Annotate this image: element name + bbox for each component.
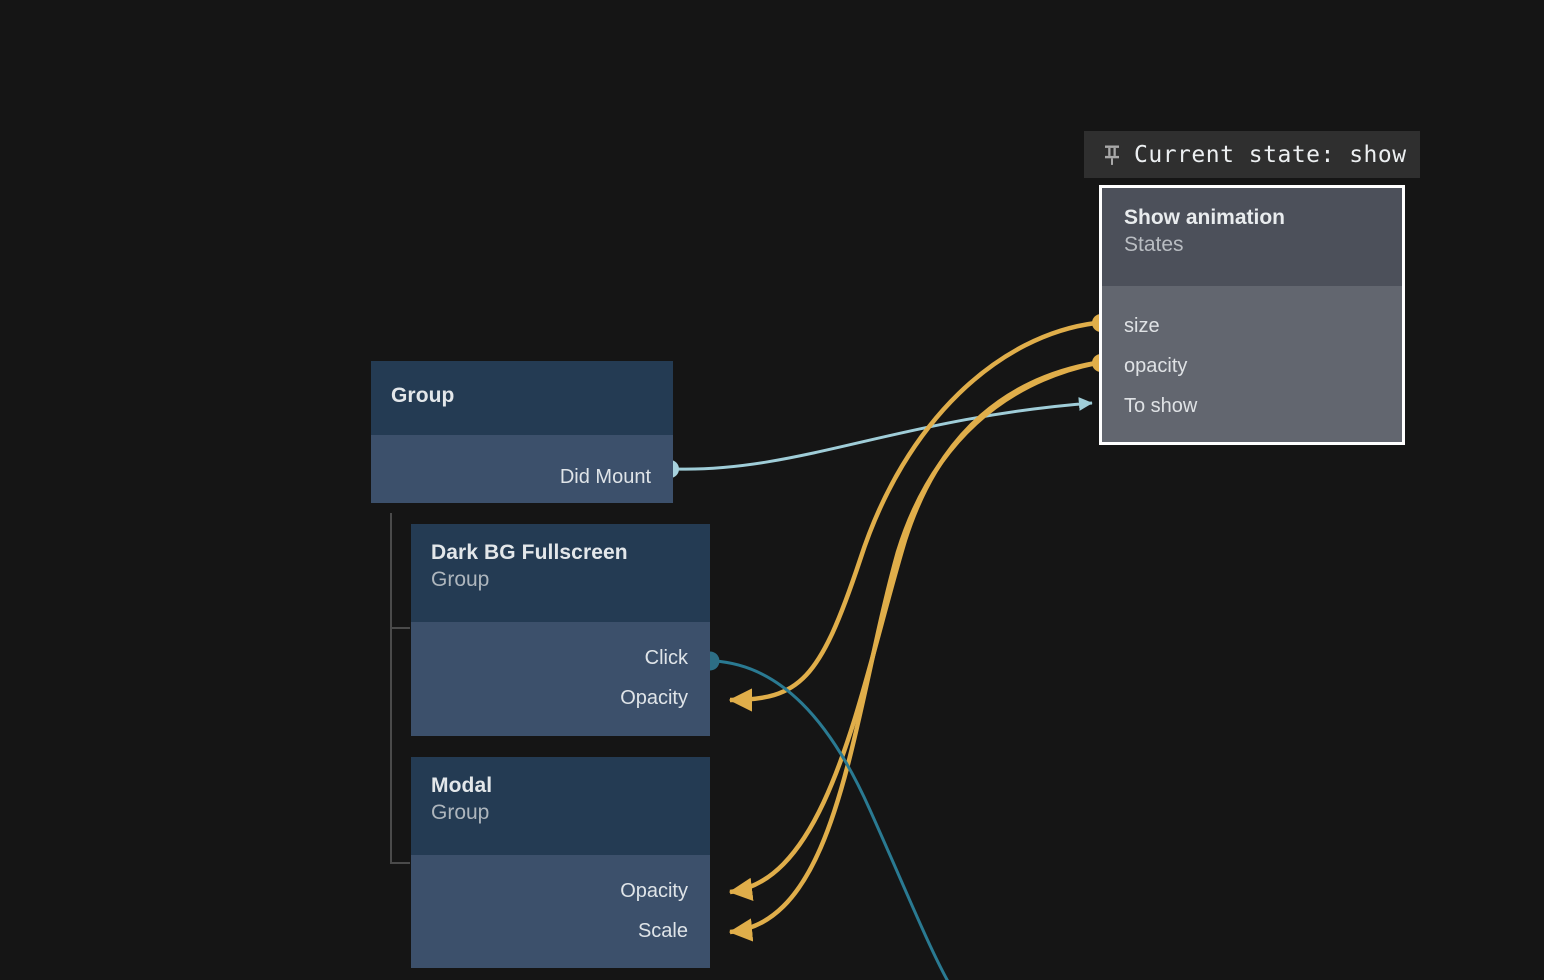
current-state-bar[interactable]: Current state: show [1084,131,1420,178]
node-modal-body[interactable]: Opacity Scale [411,855,710,968]
pin-icon[interactable] [1102,144,1122,166]
wire-size-to-darkbg-opacity [728,320,1097,712]
node-modal-title: Modal [431,774,493,797]
node-modal-subtitle: Group [431,801,490,824]
port-label-modal-opacity: Opacity [620,880,688,902]
node-group-header[interactable]: Group [371,361,673,435]
port-row-state-opacity[interactable]: opacity [1102,346,1402,386]
node-dark-bg-fullscreen-header[interactable]: Dark BG Fullscreen Group [411,524,710,622]
wire-click-offscreen [713,659,949,980]
port-row-modal-opacity[interactable]: Opacity [411,871,710,911]
wire-didmount-to-toshow [675,397,1093,471]
node-modal-header[interactable]: Modal Group [411,757,710,855]
wire-opacity-to-modal-scale [728,360,1097,942]
wire-opacity-to-modal-opacity [728,360,1097,901]
node-group[interactable]: Group Did Mount [371,361,673,503]
node-show-animation-body[interactable]: size opacity To show [1102,286,1402,442]
port-label-click: Click [644,647,688,669]
current-state-label: Current state: show [1134,141,1407,168]
tree-tick-modal [390,862,410,864]
port-label-darkbg-opacity: Opacity [620,687,688,709]
node-group-body[interactable]: Did Mount [371,435,673,503]
port-row-modal-scale[interactable]: Scale [411,911,710,951]
node-dark-bg-fullscreen[interactable]: Dark BG Fullscreen Group Click Opacity [411,524,710,736]
node-dark-bg-fullscreen-subtitle: Group [431,568,490,591]
port-row-state-size[interactable]: size [1102,306,1402,346]
port-row-state-to-show[interactable]: To show [1102,386,1402,426]
node-show-animation[interactable]: Show animation States size opacity To sh… [1099,185,1405,445]
node-show-animation-subtitle: States [1124,233,1184,256]
port-label-state-opacity: opacity [1124,355,1188,377]
port-label-state-to-show: To show [1124,395,1198,417]
port-row-click[interactable]: Click [411,638,710,678]
node-show-animation-title: Show animation [1124,206,1286,229]
node-dark-bg-fullscreen-body[interactable]: Click Opacity [411,622,710,736]
node-group-title: Group [391,384,455,407]
tree-spine [390,513,392,864]
tree-tick-dark-bg [390,627,410,629]
node-modal[interactable]: Modal Group Opacity Scale [411,757,710,968]
node-dark-bg-fullscreen-title: Dark BG Fullscreen [431,541,628,564]
port-label-modal-scale: Scale [637,920,688,942]
port-label-state-size: size [1124,315,1160,337]
port-row-darkbg-opacity[interactable]: Opacity [411,678,710,718]
port-label-did-mount: Did Mount [559,466,651,488]
node-show-animation-header[interactable]: Show animation States [1102,188,1402,286]
port-row-did-mount[interactable]: Did Mount [371,457,673,497]
